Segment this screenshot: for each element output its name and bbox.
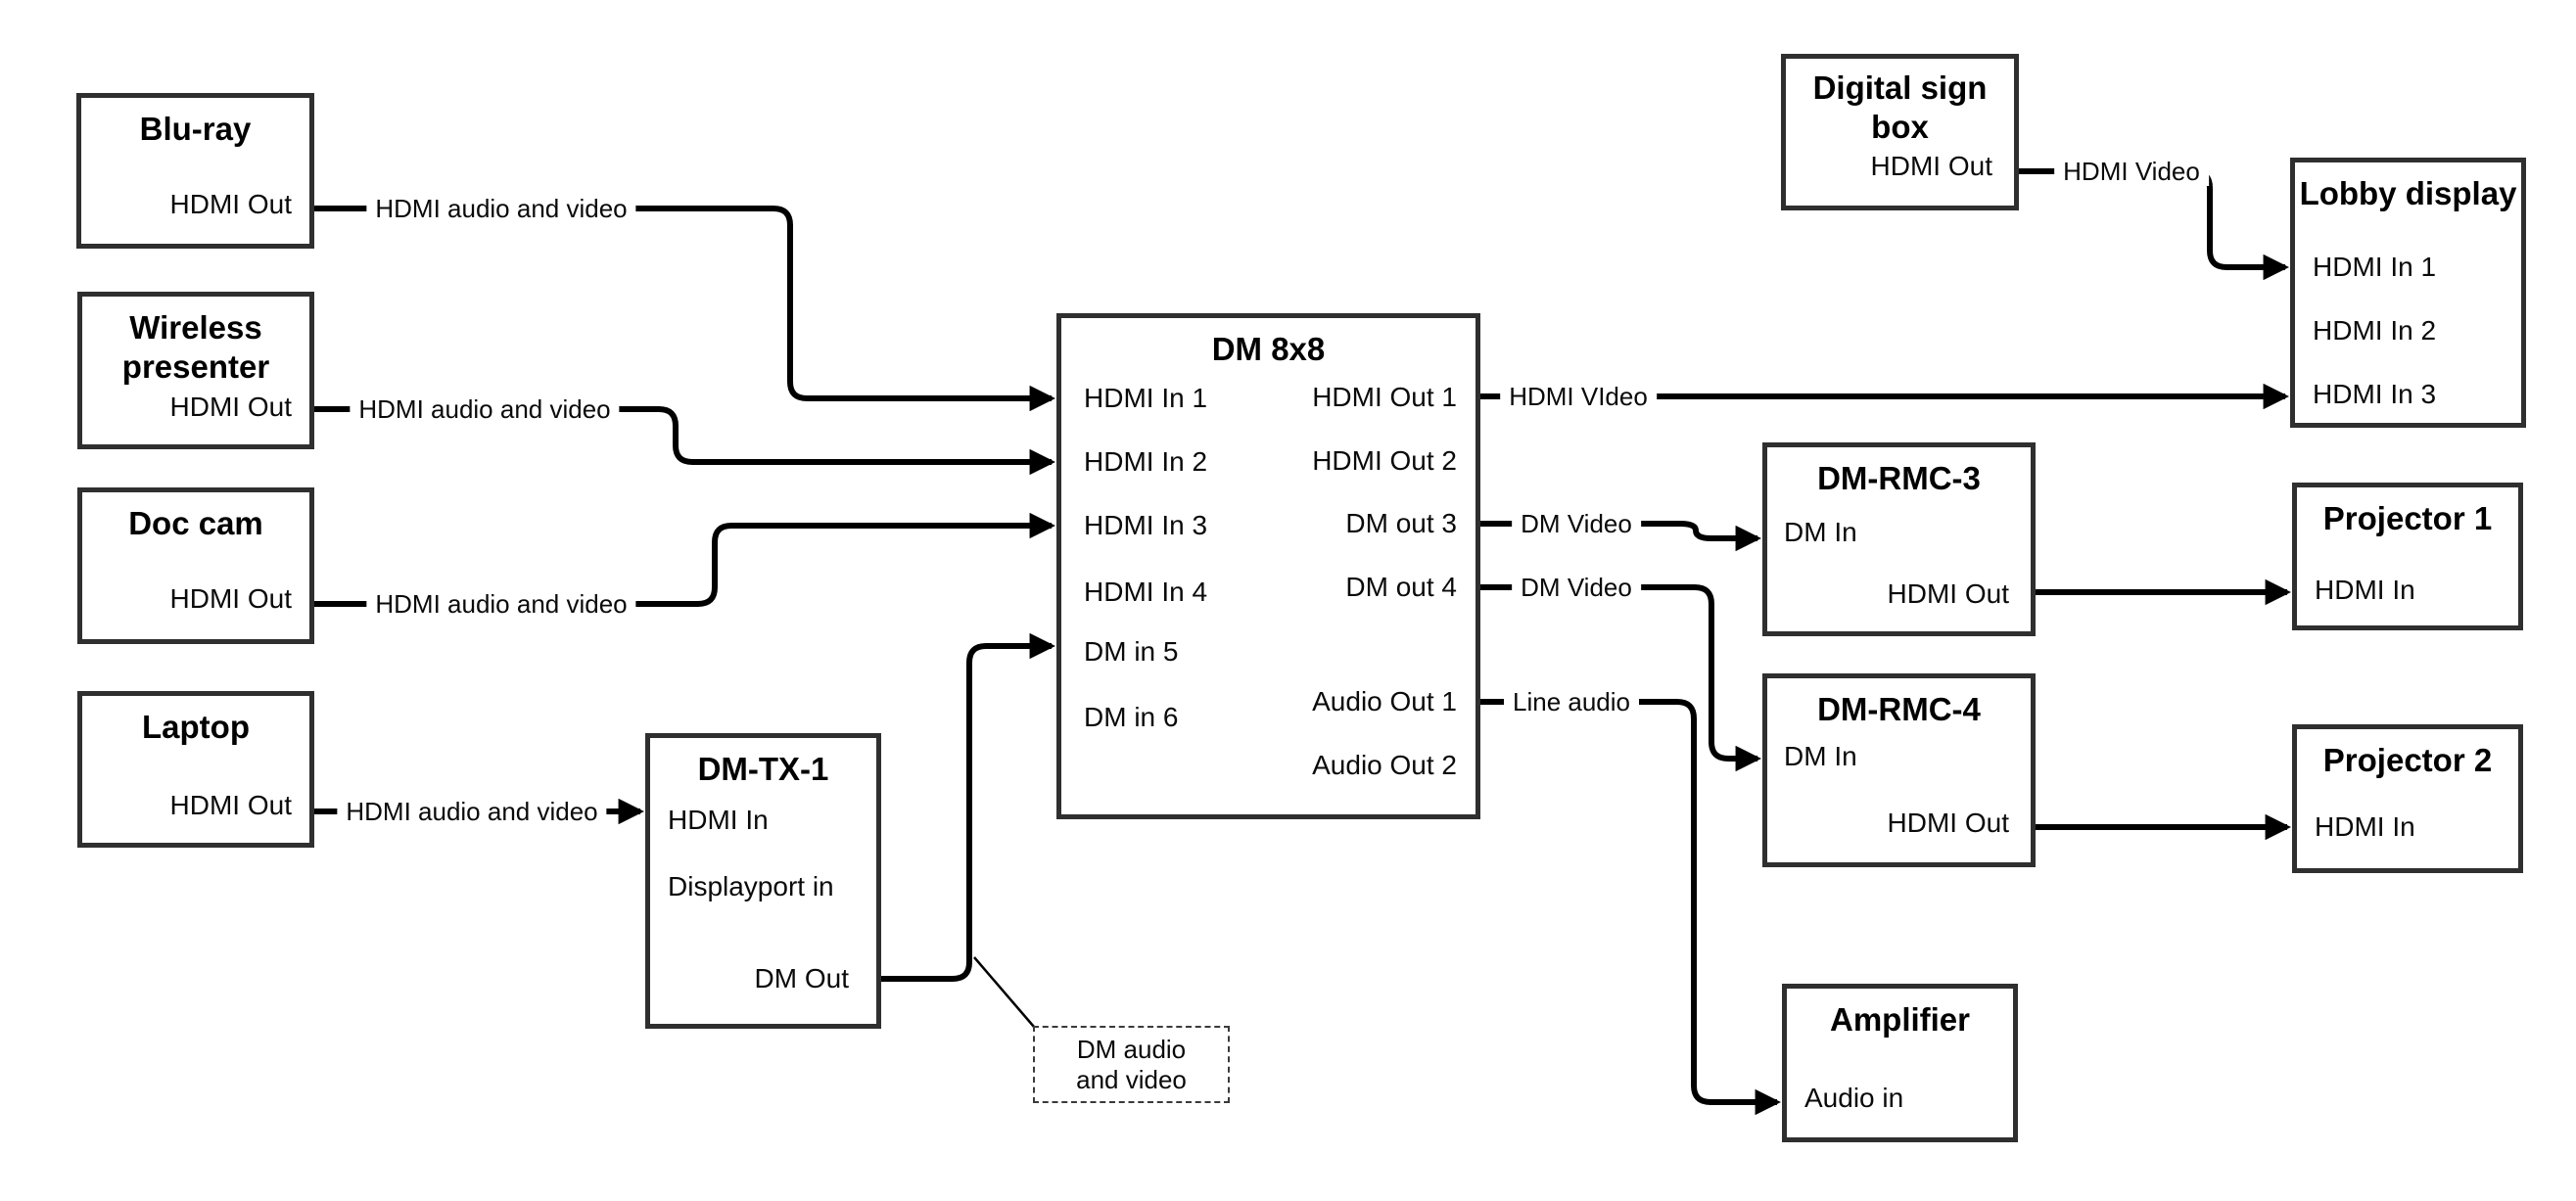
node-bluray: Blu-ray HDMI Out [76, 93, 314, 249]
node-amplifier: Amplifier Audio in [1782, 984, 2018, 1142]
node-title: DM 8x8 [1211, 331, 1326, 367]
port-hdmi-out: HDMI Out [169, 583, 292, 614]
port-hdmi-out: HDMI Out [1887, 578, 2009, 609]
port-hdmi-out: HDMI Out [169, 189, 292, 219]
callout-leader-line [973, 956, 1041, 1035]
port-dm-out-3: DM out 3 [1345, 508, 1457, 538]
port-hdmi-out: HDMI Out [169, 790, 292, 820]
port-dm-in-6: DM in 6 [1084, 702, 1179, 732]
callout-dm-audio-video: DM audio and video [1033, 1026, 1230, 1103]
port-hdmi-in-3: HDMI In 3 [1084, 510, 1208, 540]
node-title: DM-RMC-3 [1817, 460, 1981, 496]
port-hdmi-out-1: HDMI Out 1 [1312, 382, 1457, 412]
node-title: Doc cam [128, 505, 263, 541]
wire-dmtx1-to-dm8x8-in5 [881, 632, 1055, 982]
node-laptop: Laptop HDMI Out [77, 691, 314, 848]
wire-label-hdmi-av-4: HDMI audio and video [337, 797, 607, 826]
wire-dm8x8-audio1-to-amplifier [1480, 699, 1781, 1116]
node-title: DM-RMC-4 [1817, 691, 1981, 727]
port-dm-in-5: DM in 5 [1084, 636, 1179, 667]
node-title: Wireless presenter [121, 309, 270, 385]
node-dm-8x8: DM 8x8 HDMI In 1 HDMI In 2 HDMI In 3 HDM… [1056, 313, 1480, 819]
port-hdmi-out: HDMI Out [1870, 151, 1992, 181]
port-hdmi-in-3: HDMI In 3 [2313, 379, 2437, 409]
port-audio-out-1: Audio Out 1 [1312, 686, 1457, 716]
wire-label-hdmi-video-sign: HDMI Video [2054, 157, 2209, 186]
port-hdmi-in-4: HDMI In 4 [1084, 577, 1208, 607]
port-dm-in: DM In [1784, 517, 1857, 547]
node-title: Laptop [142, 709, 250, 745]
wire-label-hdmi-av-1: HDMI audio and video [366, 194, 636, 223]
callout-text: DM audio and video [1076, 1034, 1187, 1094]
node-lobby-display: Lobby display HDMI In 1 HDMI In 2 HDMI I… [2290, 158, 2526, 428]
port-hdmi-in-1: HDMI In 1 [2313, 252, 2437, 282]
node-digital-sign-box: Digital sign box HDMI Out [1781, 54, 2019, 210]
port-hdmi-out-2: HDMI Out 2 [1312, 445, 1457, 476]
node-dm-rmc-3: DM-RMC-3 DM In HDMI Out [1762, 442, 2036, 636]
node-doc-cam: Doc cam HDMI Out [77, 487, 314, 644]
port-hdmi-out: HDMI Out [1887, 808, 2009, 838]
node-projector-1: Projector 1 HDMI In [2292, 483, 2523, 630]
port-dm-out: DM Out [754, 963, 849, 993]
wire-label-dm-video-4: DM Video [1512, 573, 1641, 602]
node-title: Projector 2 [2322, 742, 2493, 778]
node-dm-tx-1: DM-TX-1 HDMI In Displayport in DM Out [645, 733, 881, 1029]
wire-bluray-to-dm8x8-in1 [314, 206, 1055, 412]
node-title: Projector 1 [2322, 500, 2493, 536]
port-hdmi-in-1: HDMI In 1 [1084, 383, 1208, 413]
node-title: DM-TX-1 [697, 751, 829, 787]
port-dm-out-4: DM out 4 [1345, 572, 1457, 602]
port-hdmi-in: HDMI In [2315, 811, 2415, 842]
node-wireless-presenter: Wireless presenter HDMI Out [77, 292, 314, 449]
port-hdmi-in-2: HDMI In 2 [1084, 446, 1208, 477]
port-audio-out-2: Audio Out 2 [1312, 750, 1457, 780]
wire-label-hdmi-video-out1: HDMI VIdeo [1500, 382, 1657, 411]
node-title: Lobby display [2299, 175, 2517, 211]
wire-label-hdmi-av-2: HDMI audio and video [350, 394, 620, 424]
port-hdmi-in: HDMI In [2315, 575, 2415, 605]
port-hdmi-out: HDMI Out [169, 392, 292, 422]
node-projector-2: Projector 2 HDMI In [2292, 724, 2523, 873]
node-dm-rmc-4: DM-RMC-4 DM In HDMI Out [1762, 673, 2036, 867]
node-title: Digital sign box [1812, 69, 1988, 145]
wire-label-hdmi-av-3: HDMI audio and video [366, 589, 636, 619]
node-title: Amplifier [1829, 1001, 1971, 1038]
wire-dm8x8-out4-to-rmc4 [1480, 584, 1761, 772]
port-hdmi-in: HDMI In [668, 805, 769, 835]
port-hdmi-in-2: HDMI In 2 [2313, 315, 2437, 346]
port-displayport-in: Displayport in [668, 871, 834, 901]
port-audio-in: Audio in [1804, 1083, 1904, 1113]
wire-label-line-audio: Line audio [1504, 687, 1639, 716]
node-title: Blu-ray [139, 111, 252, 147]
wire-label-dm-video-3: DM Video [1512, 509, 1641, 538]
port-dm-in: DM In [1784, 741, 1857, 771]
